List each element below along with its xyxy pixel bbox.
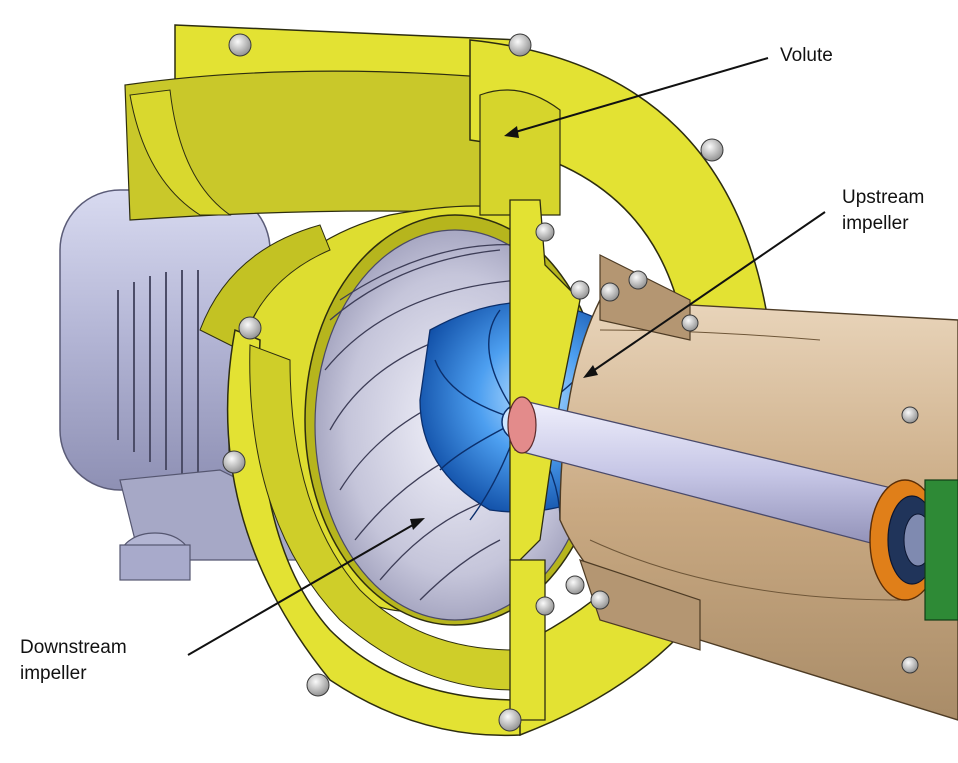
- volute-leader: [511, 57, 769, 134]
- leader-lines: [187, 57, 826, 656]
- upstream-impeller-label-line-1: Upstream: [842, 187, 925, 208]
- volute-arrowhead: [504, 126, 519, 138]
- intermediate-flange: [509, 199, 581, 721]
- downstream-impeller-label-line-1: Downstream: [20, 637, 127, 658]
- bolts: [222, 33, 919, 732]
- upstream-impeller-leader: [589, 211, 826, 374]
- green-bearing-block: [924, 479, 958, 621]
- bearing-assembly: [869, 479, 958, 621]
- downstream-impeller-leader: [187, 521, 419, 656]
- downstream-impeller-label-line-2: impeller: [20, 663, 87, 684]
- shaft-seal-ring: [507, 396, 537, 454]
- upstream-impeller-arrowhead: [583, 365, 598, 378]
- motor-cooling-fins: [117, 270, 199, 480]
- upstream-impeller-label-line-2: impeller: [842, 213, 909, 234]
- downstream-impeller-arrowhead: [410, 518, 425, 530]
- volute-label: Volute: [780, 45, 833, 66]
